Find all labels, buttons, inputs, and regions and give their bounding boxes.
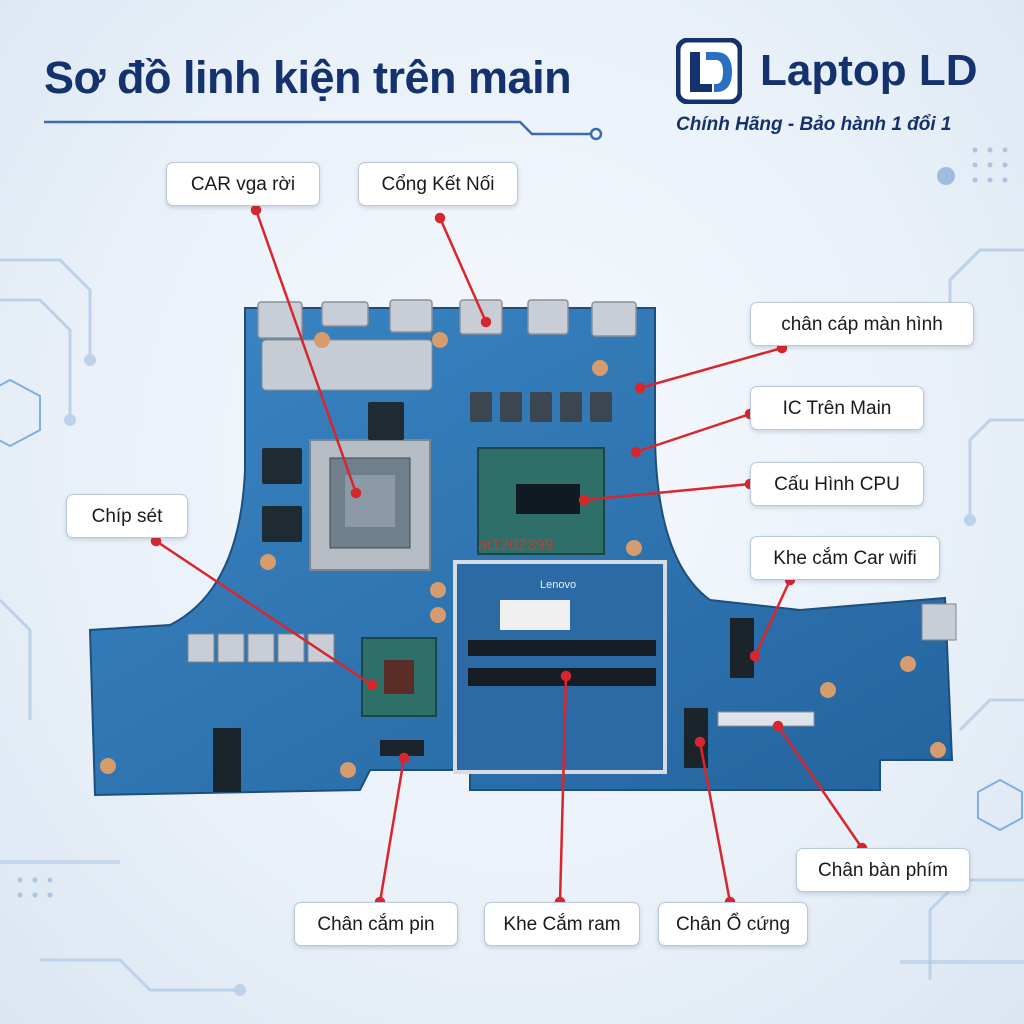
battery-connector: [380, 740, 424, 756]
label-chan-cam-pin: Chân cắm pin: [294, 902, 458, 946]
hdd-connector: [684, 708, 708, 768]
laptop-ld-logo-icon: [676, 38, 742, 104]
ram-slot-1: [468, 640, 656, 656]
brand-tagline: Chính Hãng - Bảo hành 1 đổi 1: [676, 114, 952, 135]
ram-slot-2: [468, 668, 656, 686]
label-chan-ban-phim: Chân bàn phím: [796, 848, 970, 892]
page-title: Sơ đồ linh kiện trên main: [44, 52, 572, 103]
label-chan-o-cung: Chân Ổ cứng: [658, 902, 808, 946]
m2-slot: [213, 728, 241, 792]
label-chip-set: Chíp sét: [66, 494, 188, 538]
label-ic-tren-main: IC Trên Main: [750, 386, 924, 430]
shield-plate: [261, 339, 433, 391]
ram-module-brand: Lenovo: [540, 579, 576, 591]
brand-name: Laptop LD: [760, 46, 978, 95]
keyboard-connector: [717, 711, 815, 727]
label-cong-ket-noi: Cổng Kết Nối: [358, 162, 518, 206]
board-watermark: at1202399: [478, 537, 554, 554]
label-car-vga: CAR vga rời: [166, 162, 320, 206]
cpu-die: [516, 484, 580, 514]
ram-area: [453, 560, 667, 774]
label-khe-cam-car-wifi: Khe cắm Car wifi: [750, 536, 940, 580]
label-chan-cap-man-hinh: chân cáp màn hình: [750, 302, 974, 346]
label-khe-cam-ram: Khe Cắm ram: [484, 902, 640, 946]
label-cau-hinh-cpu: Cấu Hình CPU: [750, 462, 924, 506]
wifi-slot: [730, 618, 754, 678]
